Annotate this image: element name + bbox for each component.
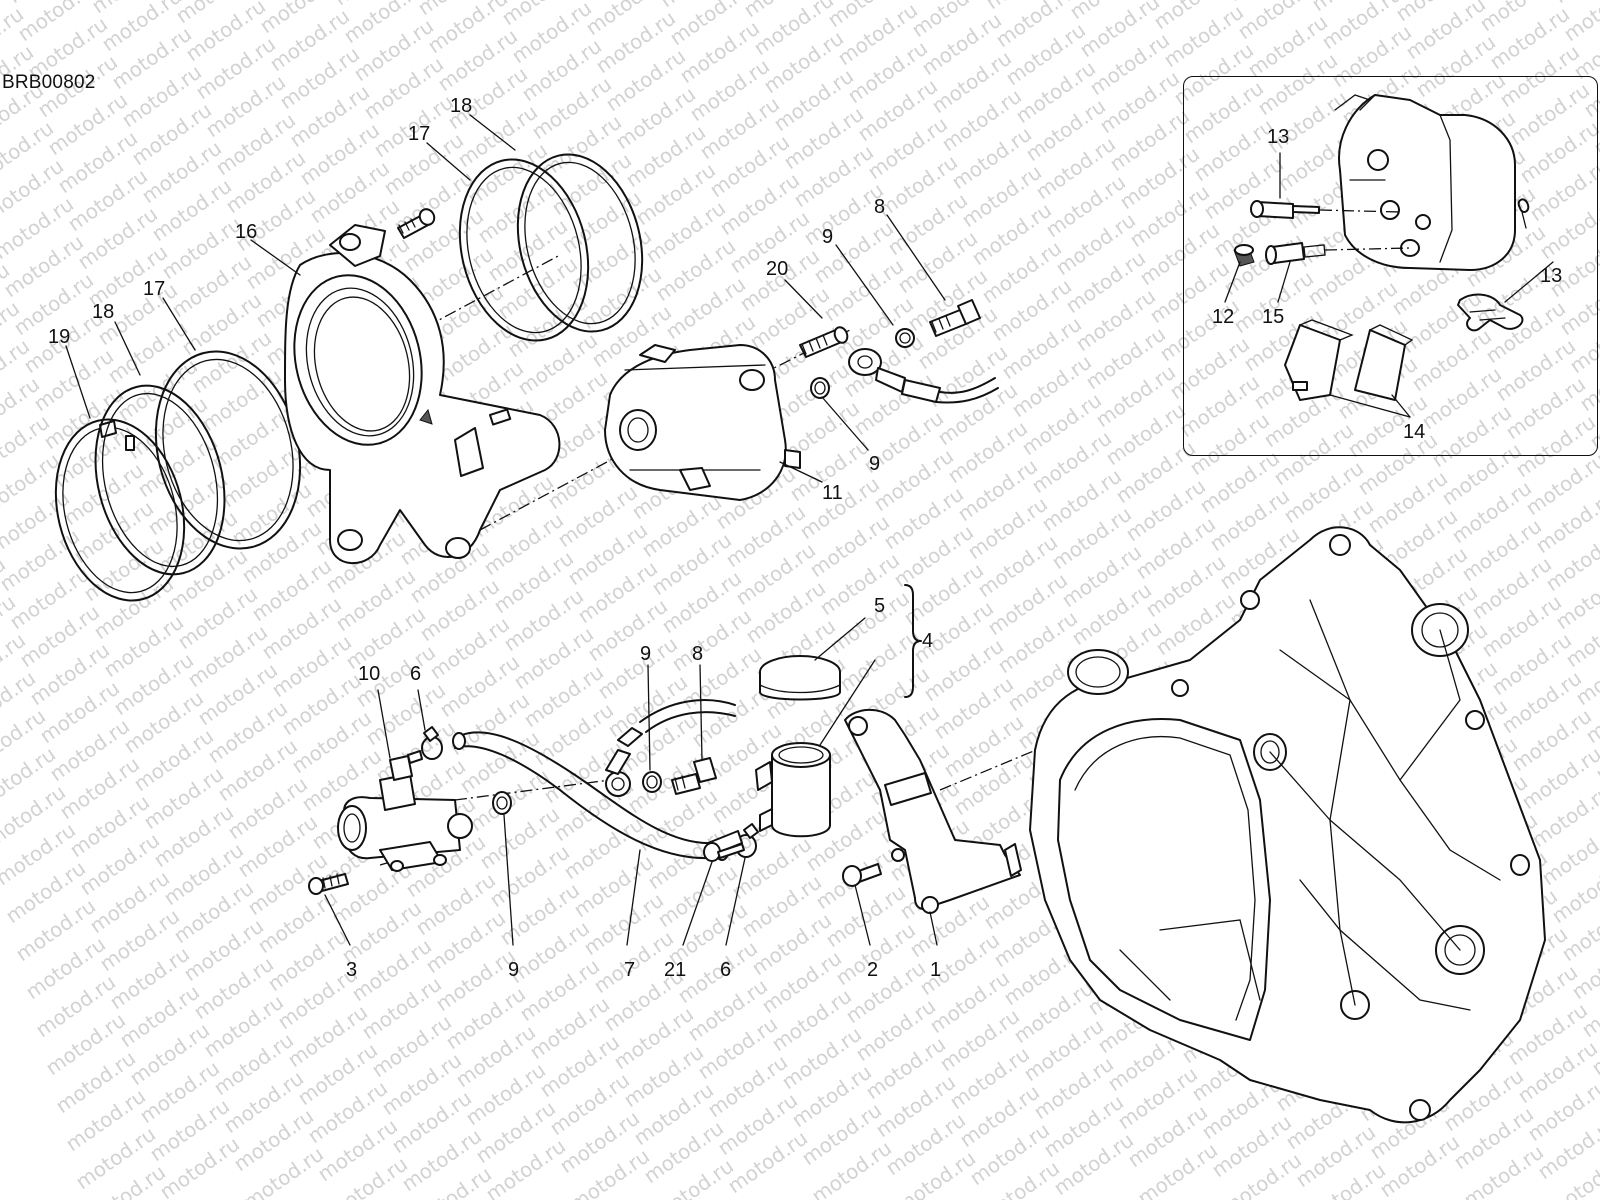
o-ring-18-left [94,384,226,576]
washer-9-upper [895,328,915,348]
fluid-reservoir-4 [755,742,831,838]
callout-9: 9 [508,959,519,981]
inset-pin-13 [1250,200,1401,219]
o-ring-17-right [458,158,590,342]
callout-17: 17 [408,123,430,145]
o-ring-18-right [516,153,644,333]
hose-clamp-6-upper [421,726,443,760]
inset-callout-15: 15 [1262,306,1284,328]
callout-6: 6 [410,663,421,685]
callout-3: 3 [346,959,357,981]
washer-9-lower [810,377,830,399]
callout-18: 18 [92,301,114,323]
screw-3 [308,873,349,895]
banjo-bolt-8-lower [671,757,717,795]
bracket-bolt [397,208,436,239]
inset-callout-12: 12 [1212,306,1234,328]
inset-frame [1183,76,1598,456]
callout-6: 6 [720,959,731,981]
callout-11: 11 [822,482,843,504]
brake-caliper-11 [604,344,801,501]
caliper-bracket-16 [284,224,561,565]
callout-4: 4 [922,630,933,652]
inset-callout-13: 13 [1267,126,1289,148]
inset-clip-13 [1517,198,1530,213]
brake-line-lower [605,699,736,797]
washer-9-left [492,791,512,815]
inset-callout-14: 14 [1403,421,1425,443]
callout-9: 9 [822,226,833,248]
inset-brake-pads-14 [1284,319,1414,401]
reservoir-cap-5 [759,655,841,701]
inset-bleed-screw-15 [1265,242,1411,265]
callout-17: 17 [143,278,165,300]
callout-2: 2 [867,959,878,981]
callout-20: 20 [766,258,788,280]
callout-10: 10 [358,663,380,685]
crankcase-cover [1029,526,1546,1124]
callout-leaders [65,114,1554,946]
callout-16: 16 [235,221,257,243]
screw-2 [842,863,882,887]
screw-21 [703,830,745,862]
callout-5: 5 [874,595,885,617]
inset-caliper-detail [1334,94,1516,271]
inset-bleed-cap-12 [1233,244,1255,267]
diagram-code: BRB00802 [2,72,96,93]
callout-9: 9 [640,643,651,665]
brake-hose-upper [848,348,999,404]
reservoir-bracket-1 [844,708,1022,914]
inset-callout-13: 13 [1540,265,1562,287]
washer-9-middle [642,771,662,793]
callout-21: 21 [664,959,686,981]
callout-9: 9 [869,453,880,475]
callout-8: 8 [692,643,703,665]
bleed-screw-20 [799,326,849,358]
inset-spring-13 [1457,293,1524,332]
master-cylinder-10 [337,750,473,872]
callout-8: 8 [874,196,885,218]
callout-7: 7 [624,959,635,981]
callout-1: 1 [930,959,941,981]
callout-18: 18 [450,95,472,117]
callout-19: 19 [48,326,70,348]
banjo-bolt-8-upper [929,299,981,337]
callout-numbers: 19 18 17 16 17 18 20 9 8 9 11 10 6 9 8 5… [48,95,1562,981]
